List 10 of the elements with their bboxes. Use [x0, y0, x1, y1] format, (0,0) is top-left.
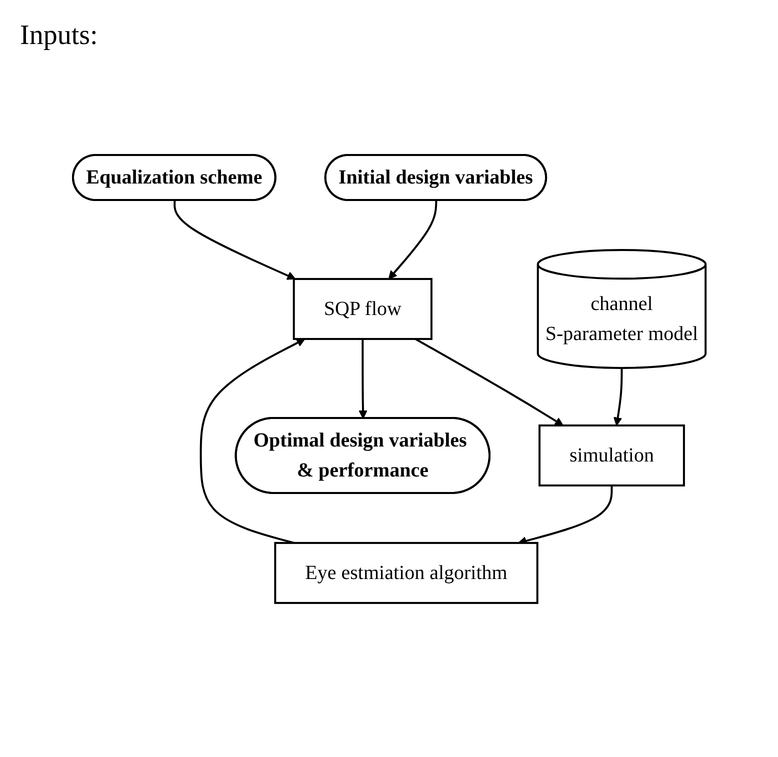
node-box: simulation [538, 424, 685, 486]
arrow [173, 200, 296, 280]
arrow [200, 338, 305, 544]
arrow [358, 338, 368, 418]
arrow [414, 338, 564, 426]
node-box: Eye estmiation algorithm [274, 541, 538, 604]
arrow [388, 200, 437, 279]
arrow [613, 367, 622, 426]
node-box: SQP flow [292, 278, 432, 340]
inputs-label: Inputs: [20, 20, 98, 52]
